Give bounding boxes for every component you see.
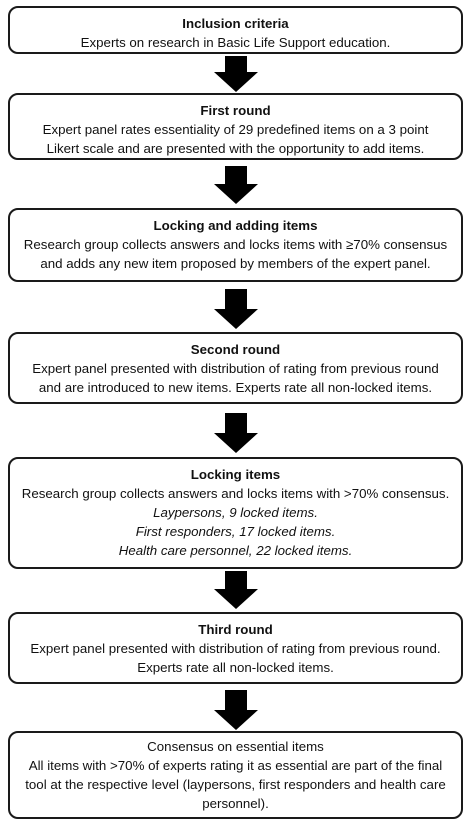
- step-title: Locking and adding items: [153, 218, 318, 233]
- down-arrow-icon: [214, 289, 258, 329]
- step-text: tool at the respective level (laypersons…: [25, 777, 446, 792]
- step-first-round: First round Expert panel rates essential…: [8, 93, 463, 160]
- step-text: and are introduced to new items. Experts…: [38, 380, 433, 395]
- step-text: personnel).: [202, 796, 269, 811]
- step-text: Likert scale and are presented with the …: [46, 141, 425, 156]
- down-arrow-icon: [214, 56, 258, 92]
- step-second-round: Second round Expert panel presented with…: [8, 332, 463, 404]
- down-arrow-icon: [214, 571, 258, 609]
- step-text: Research group collects answers and lock…: [23, 237, 448, 252]
- down-arrow-icon: [214, 413, 258, 453]
- locked-items-health-care-personnel: Health care personnel, 22 locked items.: [118, 543, 353, 558]
- step-title: Second round: [190, 342, 281, 357]
- step-text: Experts rate all non-locked items.: [137, 660, 334, 675]
- locked-items-laypersons: Laypersons, 9 locked items.: [153, 505, 318, 520]
- step-title: First round: [200, 103, 271, 118]
- step-locking-and-adding-items: Locking and adding items Research group …: [8, 208, 463, 282]
- step-heading: Consensus on essential items: [147, 739, 324, 754]
- step-text: Experts on research in Basic Life Suppor…: [80, 35, 391, 50]
- step-text: Expert panel rates essentiality of 29 pr…: [42, 122, 429, 137]
- down-arrow-icon: [214, 690, 258, 730]
- step-title: Third round: [198, 622, 273, 637]
- step-inclusion-criteria: Inclusion criteria Experts on research i…: [8, 6, 463, 54]
- step-third-round: Third round Expert panel presented with …: [8, 612, 463, 684]
- step-text: All items with >70% of experts rating it…: [28, 758, 443, 773]
- step-text: and adds any new item proposed by member…: [40, 256, 431, 271]
- locked-items-first-responders: First responders, 17 locked items.: [135, 524, 336, 539]
- step-title: Inclusion criteria: [182, 16, 289, 31]
- step-text: Expert panel presented with distribution…: [32, 361, 439, 376]
- step-title: Locking items: [190, 467, 281, 482]
- step-locking-items: Locking items Research group collects an…: [8, 457, 463, 569]
- step-text: Expert panel presented with distribution…: [30, 641, 441, 656]
- step-consensus-on-essential-items: Consensus on essential items All items w…: [8, 731, 463, 819]
- step-text: Research group collects answers and lock…: [21, 486, 450, 501]
- down-arrow-icon: [214, 166, 258, 204]
